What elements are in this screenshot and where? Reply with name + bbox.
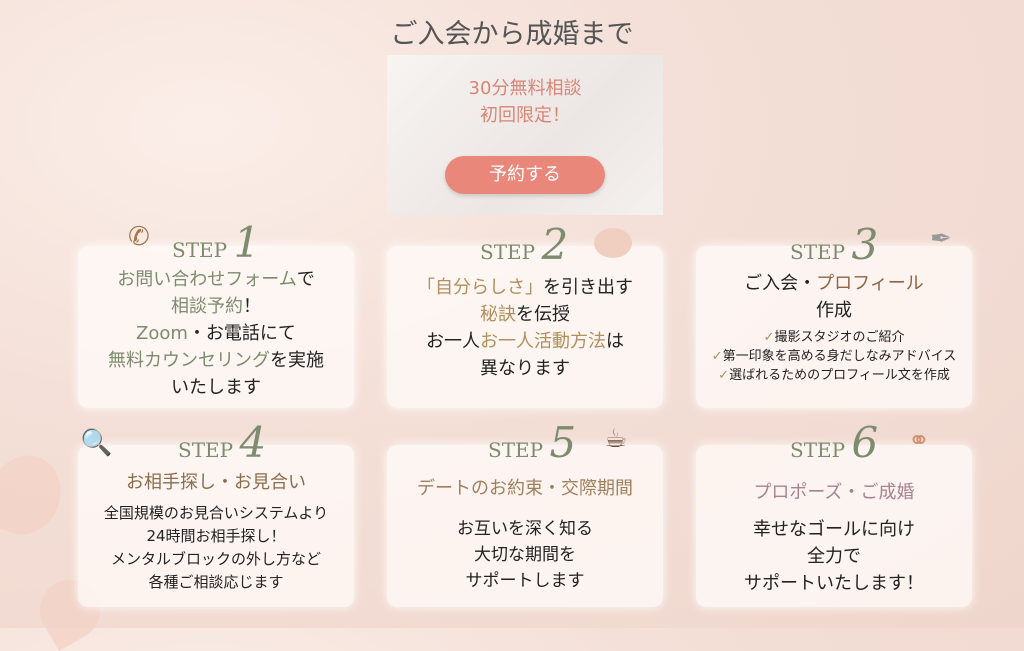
magnifier-icon: 🔍 <box>80 428 113 458</box>
text: サポートします <box>465 571 585 591</box>
text: 全国規模のお見合いシステムより <box>103 504 329 522</box>
text: メンタルブロックの外し方など <box>110 550 321 568</box>
card-text-line: Zoom・お電話にて <box>78 320 354 347</box>
text: STEP <box>790 438 846 462</box>
text: お問い合わせフォーム <box>117 269 297 290</box>
step-3-label: STEP 3 <box>790 220 878 269</box>
step-2-label: STEP 2 <box>480 220 568 269</box>
text: STEP <box>488 438 544 462</box>
text: お互いを深く知る <box>457 519 593 539</box>
text: で <box>296 269 315 290</box>
reserve-button[interactable]: 予約する <box>445 156 605 194</box>
text: プロフィール <box>816 273 924 294</box>
step-3-card: ご入会・プロフィール 作成 ✓撮影スタジオのご紹介 ✓第一印象を高める身だしなみ… <box>696 246 972 408</box>
step-2-card: 「自分らしさ」を引き出す 秘訣を伝授 お一人お一人活動方法は 異なります <box>387 246 663 408</box>
text: お一人 <box>426 331 480 352</box>
rings-icon: ⚭ <box>908 426 930 456</box>
text: 第一印象を高める身だしなみアドバイス <box>722 349 957 364</box>
text: ✓ <box>763 330 775 345</box>
text: Zoom <box>136 323 188 344</box>
text: 1 <box>233 218 261 267</box>
text: ・お電話にて <box>187 323 296 344</box>
text: 秘訣 <box>480 304 516 325</box>
text: ✓ <box>711 349 723 364</box>
step-6-card: プロポーズ・ご成婚 幸せなゴールに向け 全力で サポートいたします！ <box>696 445 972 607</box>
text: を引き出す <box>543 277 633 298</box>
text: STEP <box>178 438 234 462</box>
card-text-line: 無料カウンセリングを実施 <box>78 347 354 374</box>
step-1-card: お問い合わせフォームで 相談予約！ Zoom・お電話にて 無料カウンセリングを実… <box>78 246 354 408</box>
text: 各種ご相談応じます <box>148 573 284 591</box>
card-text-line: 秘訣を伝授 <box>387 301 663 328</box>
text: デートのお約束・交際期間 <box>417 478 633 499</box>
text: を実施 <box>270 350 324 371</box>
text: を伝授 <box>516 304 570 325</box>
step-6-label: STEP 6 <box>790 418 878 467</box>
step-5-card: デートのお約束・交際期間 お互いを深く知る 大切な期間を サポートします <box>387 445 663 607</box>
text: STEP <box>172 238 228 262</box>
text: 幸せなゴールに向け <box>753 519 915 540</box>
card-text-line: 相談予約！ <box>78 293 354 320</box>
text: STEP <box>480 240 536 264</box>
text: 作成 <box>816 300 852 321</box>
text: 5 <box>549 418 577 467</box>
card-text-line: ご入会・プロフィール <box>696 270 972 297</box>
card-text-line: 「自分らしさ」を引き出す <box>387 274 663 301</box>
phone-icon: ✆ <box>128 222 150 252</box>
card-text-line: お問い合わせフォームで <box>78 266 354 293</box>
text: STEP <box>790 240 846 264</box>
speech-bubble-icon <box>594 228 632 258</box>
text: 撮影スタジオのご紹介 <box>774 330 905 345</box>
text: 「自分らしさ」 <box>417 277 543 298</box>
text: 24時間お相手探し！ <box>146 527 286 545</box>
text: いたします <box>171 377 261 398</box>
card-text-line: ✓撮影スタジオのご紹介 <box>696 328 972 347</box>
free-consultation-banner: 30分無料相談 初回限定！ 予約する <box>387 55 663 215</box>
text: プロポーズ・ご成婚 <box>753 482 915 503</box>
text: 相談予約 <box>171 296 243 317</box>
step-5-label: STEP 5 <box>488 418 576 467</box>
card-text-line: 異なります <box>387 355 663 382</box>
step-1-label: STEP 1 <box>172 218 260 267</box>
step-4-label: STEP 4 <box>178 418 266 467</box>
pen-icon: ✒ <box>930 224 952 254</box>
step-4-card: お相手探し・お見合い 全国規模のお見合いシステムより 24時間お相手探し！ メン… <box>78 445 354 607</box>
text: ✓ <box>718 368 730 383</box>
petal-decoration <box>0 445 72 545</box>
text: サポートいたします！ <box>744 573 924 594</box>
card-text-line: いたします <box>78 374 354 401</box>
text: 6 <box>851 418 879 467</box>
hero-line1: 30分無料相談 <box>468 78 582 99</box>
text: ご入会・ <box>744 273 817 294</box>
text: 無料カウンセリング <box>108 350 270 371</box>
text: 異なります <box>480 358 570 379</box>
page-title: ご入会から成婚まで <box>390 19 634 50</box>
text: 全力で <box>807 546 861 567</box>
card-text-line: ✓選ばれるためのプロフィール文を作成 <box>696 366 972 385</box>
card-text-line: お一人お一人活動方法は <box>387 328 663 355</box>
text: は <box>606 331 624 352</box>
text: ！ <box>243 296 261 317</box>
text: 4 <box>239 418 267 467</box>
text: 3 <box>851 220 879 269</box>
text: お一人活動方法 <box>480 331 606 352</box>
hero-line2: 初回限定！ <box>480 105 570 126</box>
text: 2 <box>541 220 569 269</box>
text: 選ばれるためのプロフィール文を作成 <box>729 368 950 383</box>
card-text-line: ✓第一印象を高める身だしなみアドバイス <box>696 347 972 366</box>
coffee-cup-icon: ☕ <box>604 424 628 454</box>
text: 大切な期間を <box>474 545 576 565</box>
text: お相手探し・お見合い <box>126 472 306 493</box>
